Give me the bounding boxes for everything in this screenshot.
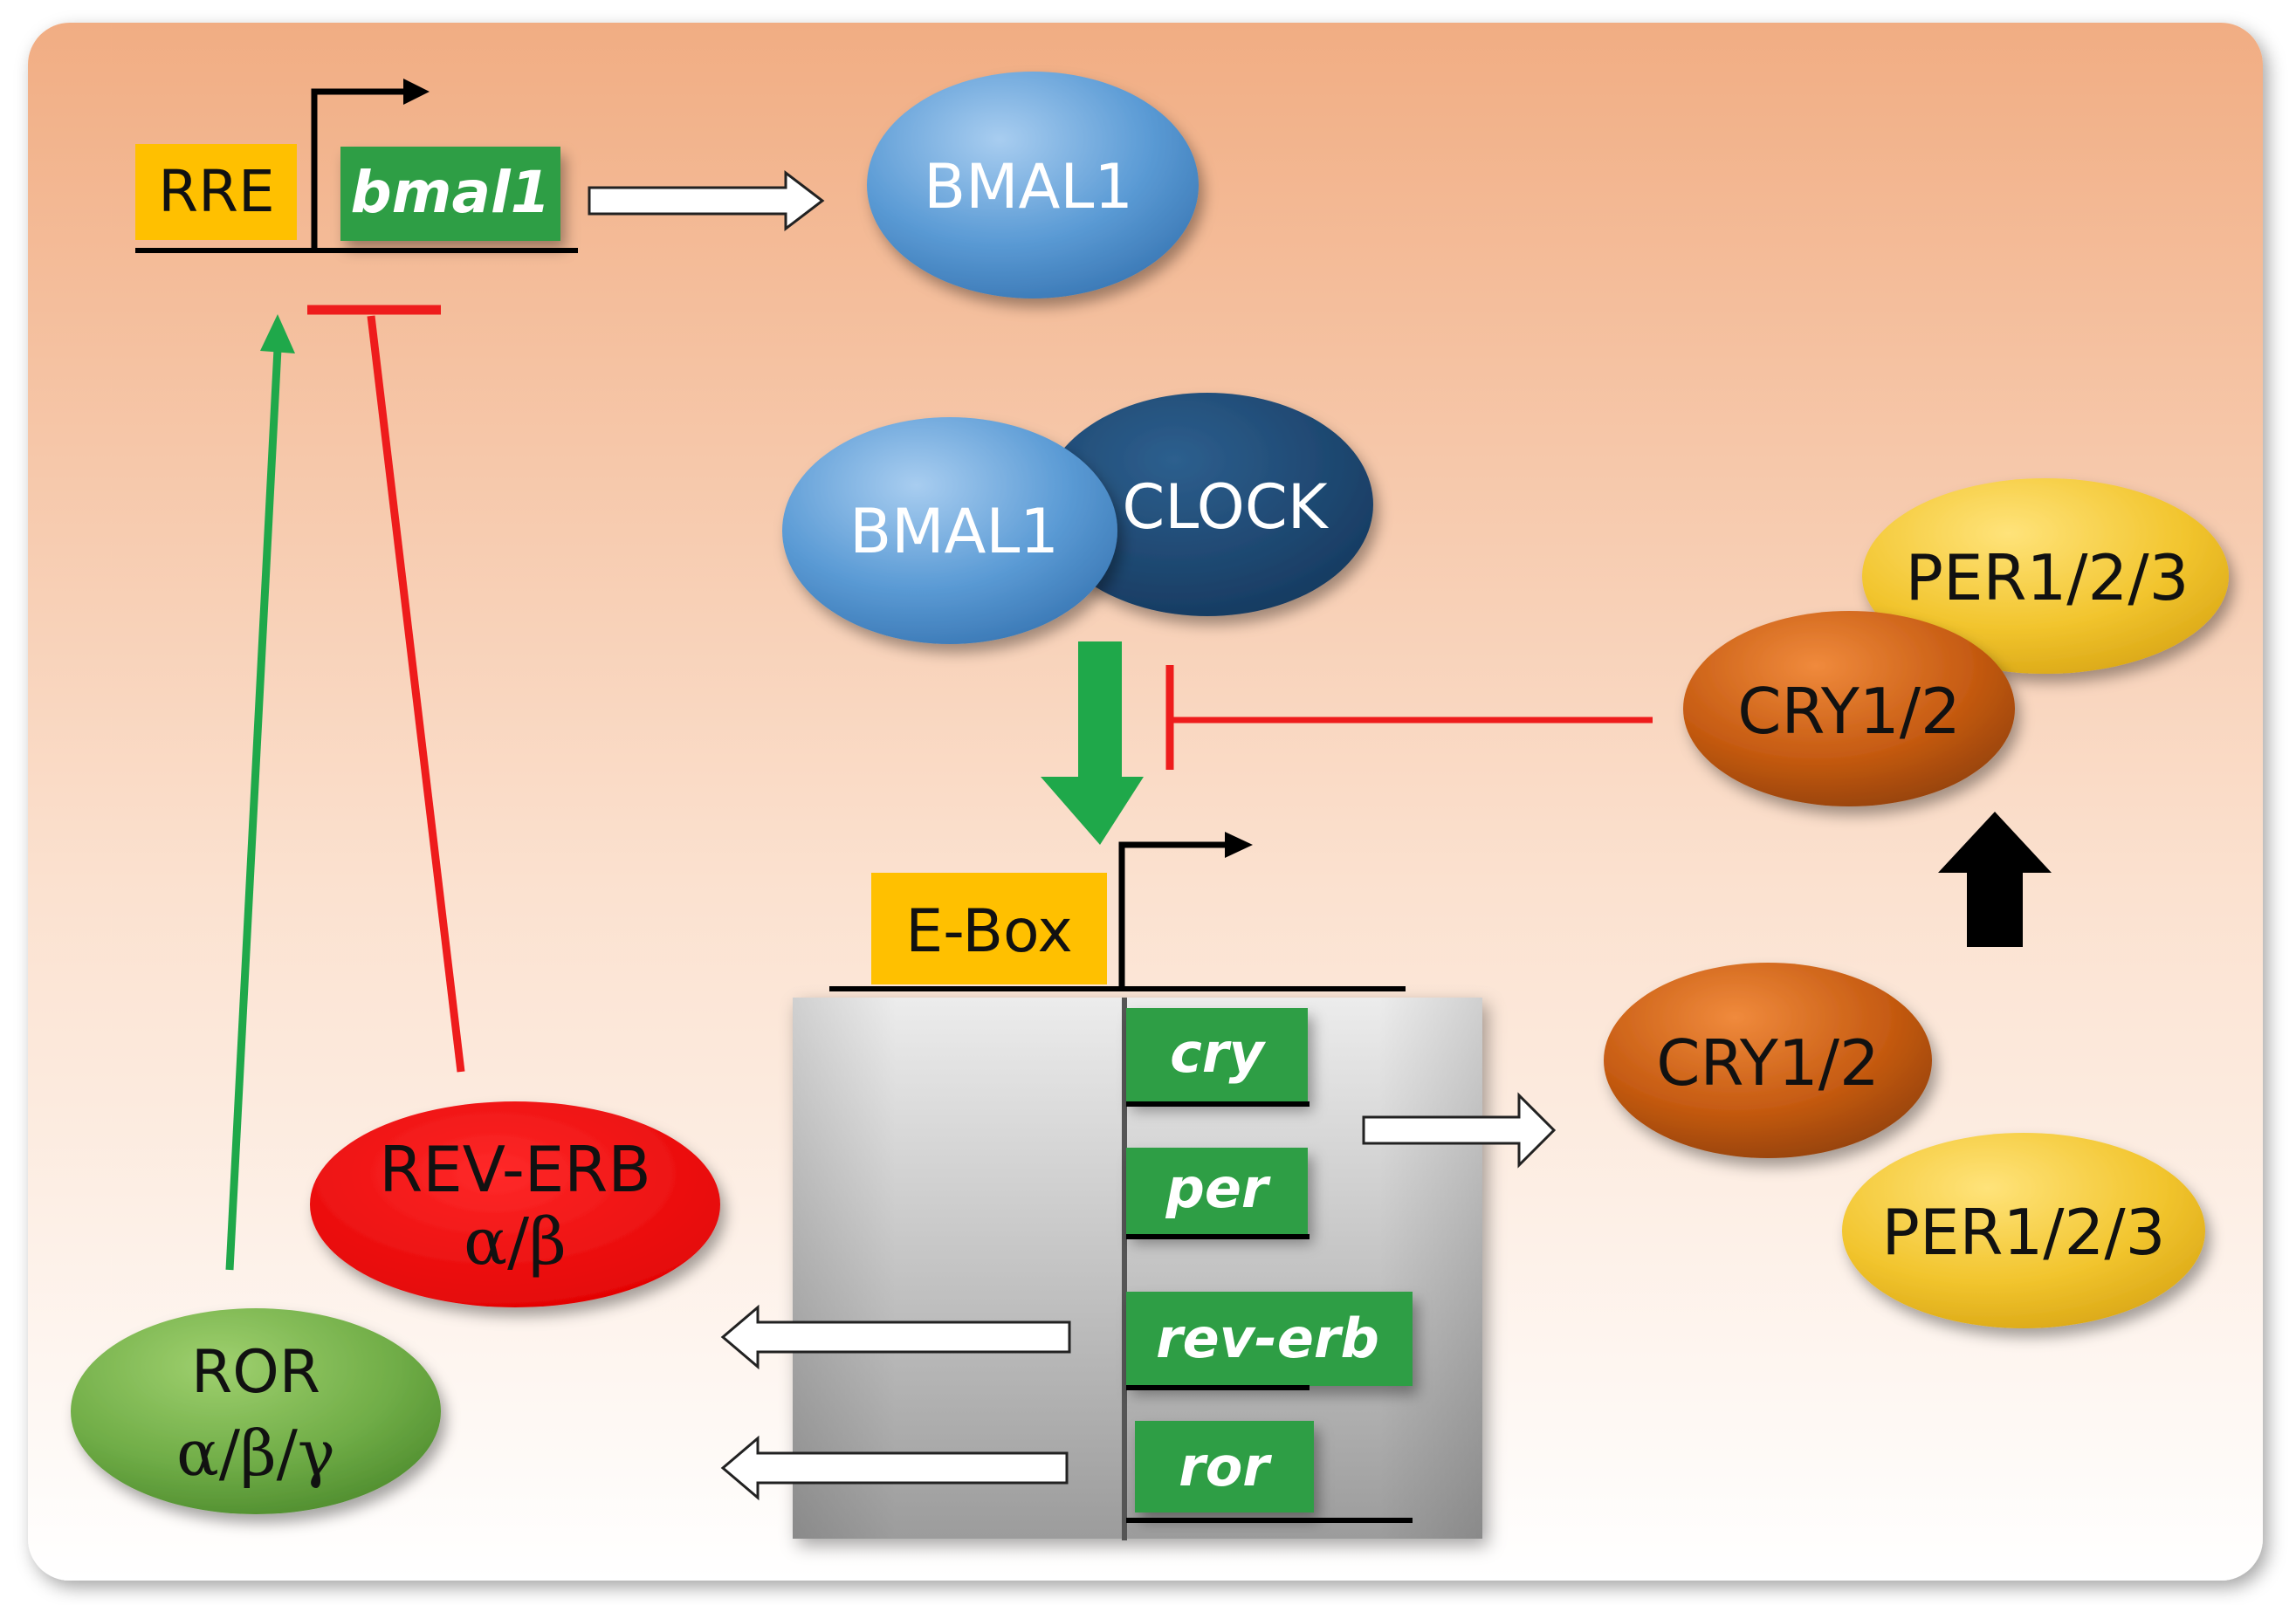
gene-cry: cry bbox=[1126, 1008, 1310, 1107]
activation-arrow-ebox bbox=[1041, 641, 1144, 845]
bmal1-promoter: RRE bmal1 bbox=[135, 79, 578, 253]
complex-formation-arrow bbox=[1938, 812, 2052, 947]
ror-isoforms: α/β/γ bbox=[176, 1416, 335, 1490]
bmal1-tss-arrowhead bbox=[403, 79, 430, 105]
ebox-tss-arrow bbox=[1118, 841, 1225, 989]
gene-rev-erb-label: rev-erb bbox=[1156, 1307, 1379, 1370]
cry-protein: CRY1/2 bbox=[1604, 963, 1932, 1158]
rre-label: RRE bbox=[158, 158, 274, 225]
cry-complex-label: CRY1/2 bbox=[1737, 675, 1961, 748]
gene-cry-label: cry bbox=[1170, 1021, 1266, 1085]
gene-rev-erb: rev-erb bbox=[1126, 1292, 1413, 1390]
rev-erb-repression bbox=[307, 305, 465, 1073]
clock-protein bbox=[1041, 393, 1373, 616]
bmal1-tss-arrow bbox=[311, 88, 403, 250]
gene-per: per bbox=[1126, 1148, 1310, 1239]
per-protein: PER1/2/3 bbox=[1842, 1133, 2205, 1328]
per-complex-protein bbox=[1862, 478, 2229, 674]
ebox-promoter: E-Box bbox=[829, 832, 1406, 991]
cry-per-inhibition bbox=[1165, 665, 1653, 770]
target-genes-panel: cry per rev-erb ror bbox=[793, 998, 1482, 1540]
bmal1-gene-label: bmal1 bbox=[350, 159, 550, 226]
bmal1-complex-protein bbox=[782, 417, 1117, 644]
cry-complex-protein bbox=[1683, 611, 2015, 806]
ebox-element bbox=[871, 873, 1107, 984]
per-complex-label: PER1/2/3 bbox=[1906, 541, 2189, 614]
bmal1-complex-label: BMAL1 bbox=[849, 496, 1059, 567]
bmal1-protein: BMAL1 bbox=[867, 72, 1199, 298]
ror-protein: ROR α/β/γ bbox=[71, 1308, 441, 1514]
ebox-tss-arrowhead bbox=[1225, 832, 1253, 858]
bmal1-protein-label: BMAL1 bbox=[924, 151, 1133, 223]
gene-ror-label: ror bbox=[1179, 1435, 1272, 1499]
gene-ror: ror bbox=[1126, 1421, 1413, 1523]
rev-erb-label: REV-ERB bbox=[379, 1133, 650, 1206]
translation-arrow-ror bbox=[720, 1435, 1069, 1501]
cry-protein-label: CRY1/2 bbox=[1656, 1026, 1880, 1100]
bmal1-gene-box bbox=[340, 147, 560, 241]
translation-arrow-cry-per bbox=[1362, 1092, 1557, 1169]
ror-activation bbox=[225, 314, 295, 1271]
gene-per-label: per bbox=[1165, 1156, 1270, 1220]
cry-per-complex: PER1/2/3 CRY1/2 bbox=[1683, 478, 2229, 806]
rre-element bbox=[135, 144, 297, 240]
per-protein-label: PER1/2/3 bbox=[1882, 1196, 2166, 1269]
ebox-label: E-Box bbox=[905, 897, 1072, 966]
rev-erb-protein: REV-ERB α/β bbox=[310, 1101, 720, 1307]
ror-label: ROR bbox=[191, 1338, 320, 1407]
rev-erb-isoforms: α/β bbox=[464, 1204, 567, 1279]
clock-label: CLOCK bbox=[1122, 471, 1329, 543]
translation-arrow-bmal1 bbox=[588, 169, 825, 232]
translation-arrow-rev-erb bbox=[720, 1304, 1071, 1370]
bmal1-clock-complex: CLOCK BMAL1 bbox=[782, 393, 1373, 644]
